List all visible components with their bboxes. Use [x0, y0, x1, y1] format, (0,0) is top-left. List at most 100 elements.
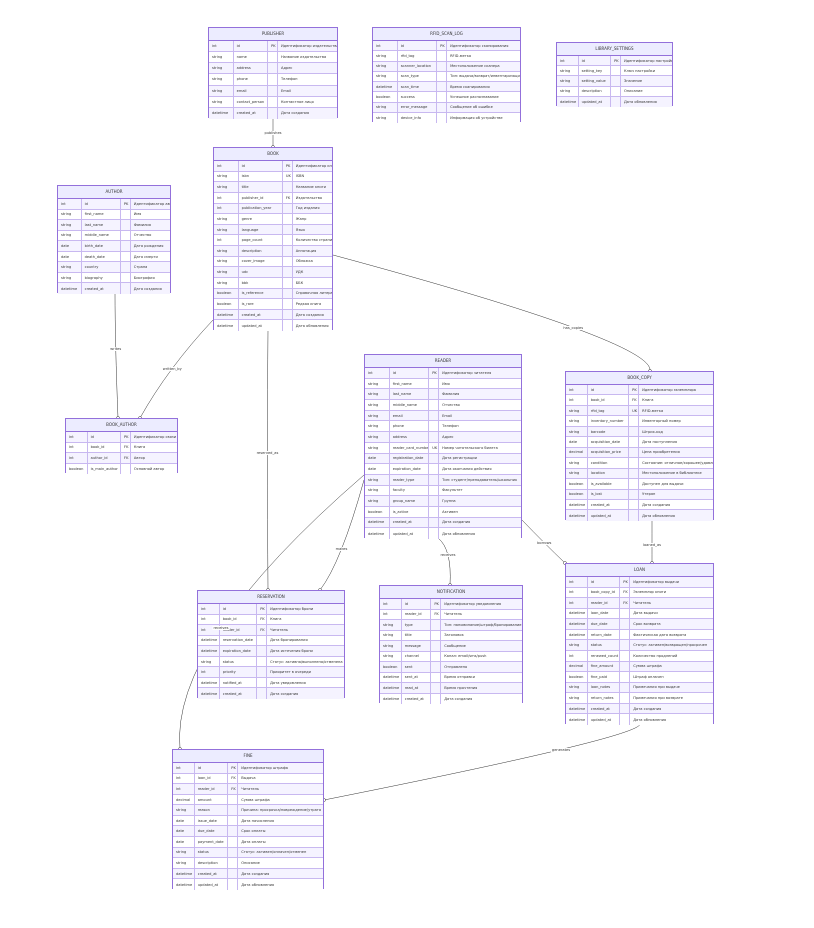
field-comment: Описание — [241, 860, 260, 865]
field-comment: Канал: email/sms/push — [444, 654, 487, 659]
field-name: id — [588, 385, 630, 395]
field-comment: Идентификатор экземпляра — [642, 387, 697, 392]
field-comment: Дата создания — [133, 286, 162, 291]
field-type: string — [214, 246, 239, 256]
field-key — [268, 85, 278, 96]
field-type: string — [209, 74, 234, 85]
field-comment: Дата обновления — [295, 323, 329, 328]
field-key — [283, 277, 293, 288]
field-key — [268, 74, 278, 85]
field-name: payment_date — [195, 837, 229, 847]
field-type: int — [214, 203, 239, 214]
field-comment: Местоположение в библиотеке — [642, 471, 702, 476]
field-key: FK — [257, 614, 268, 625]
field-comment: Автор — [133, 455, 146, 460]
field-type: string — [373, 51, 398, 61]
field-key: PK — [228, 763, 239, 773]
field-key: PK — [611, 56, 621, 66]
field-type: int — [173, 763, 195, 773]
field-key: FK — [257, 625, 268, 635]
field-comment: Сообщение — [444, 643, 466, 648]
field-type: string — [58, 220, 82, 230]
field-comment: Дата истечения брони — [270, 648, 313, 653]
field-type: int — [557, 56, 579, 66]
field-key: PK — [431, 599, 442, 609]
field-name: id — [579, 56, 612, 66]
field-key — [620, 640, 631, 650]
field-key: FK — [283, 192, 293, 203]
field-name: genre — [239, 214, 283, 224]
entity-title: NOTIFICATION — [380, 586, 522, 599]
field-name: middle_name — [82, 230, 121, 241]
field-type: string — [58, 272, 82, 283]
field-type: int — [198, 667, 220, 677]
field-name: priority — [220, 667, 258, 677]
field-key — [429, 528, 440, 539]
field-comment: Описание — [623, 89, 643, 94]
field-key — [431, 662, 442, 672]
field-comment: Штрих-код — [642, 429, 663, 434]
field-name: description — [239, 246, 283, 256]
field-comment: Ключ настройки — [623, 68, 656, 73]
field-name: id — [88, 432, 122, 442]
field-name: registration_date — [390, 453, 430, 464]
field-type: string — [380, 620, 402, 630]
field-type: int — [173, 773, 195, 784]
field-name: updated_at — [588, 714, 621, 725]
relationship-label: receives — [212, 625, 230, 630]
field-key — [283, 309, 293, 320]
field-name: created_at — [195, 868, 229, 879]
field-key — [283, 224, 293, 235]
field-comment: Срок возврата — [633, 622, 661, 627]
field-name: location — [588, 468, 630, 479]
field-comment: Дата создания — [270, 691, 299, 696]
field-name: fine_paid — [588, 672, 621, 682]
field-type: int — [66, 453, 88, 463]
relationship-label: publishes — [263, 130, 283, 135]
field-key — [620, 703, 631, 714]
field-key — [620, 672, 631, 682]
field-name: id — [588, 577, 621, 587]
field-type: string — [566, 458, 588, 468]
field-key — [268, 96, 278, 107]
field-name: due_date — [588, 619, 621, 629]
field-comment: Примечания при выдаче — [633, 685, 680, 690]
field-comment: Тип: напоминание/штраф/бронирование — [444, 622, 522, 627]
field-comment: Местоположение сканера — [450, 64, 500, 69]
field-type: datetime — [365, 517, 390, 528]
field-comment: Email — [442, 413, 453, 418]
field-comment: Дата начисления — [241, 818, 274, 823]
field-name: address — [390, 432, 430, 442]
relationship-label: writes — [109, 347, 123, 352]
field-comment: Аннотация — [295, 248, 317, 253]
field-type: int — [566, 598, 588, 608]
field-name: page_count — [239, 235, 283, 245]
field-name: id — [398, 41, 438, 51]
field-comment: Дата обновления — [442, 531, 476, 536]
field-comment: Идентификатор уведомления — [444, 601, 502, 606]
field-key — [629, 489, 640, 499]
field-key — [437, 112, 448, 123]
field-key — [437, 82, 448, 92]
field-key — [620, 661, 631, 672]
field-name: created_at — [234, 107, 269, 119]
field-type: string — [198, 656, 220, 667]
field-key — [437, 51, 448, 61]
